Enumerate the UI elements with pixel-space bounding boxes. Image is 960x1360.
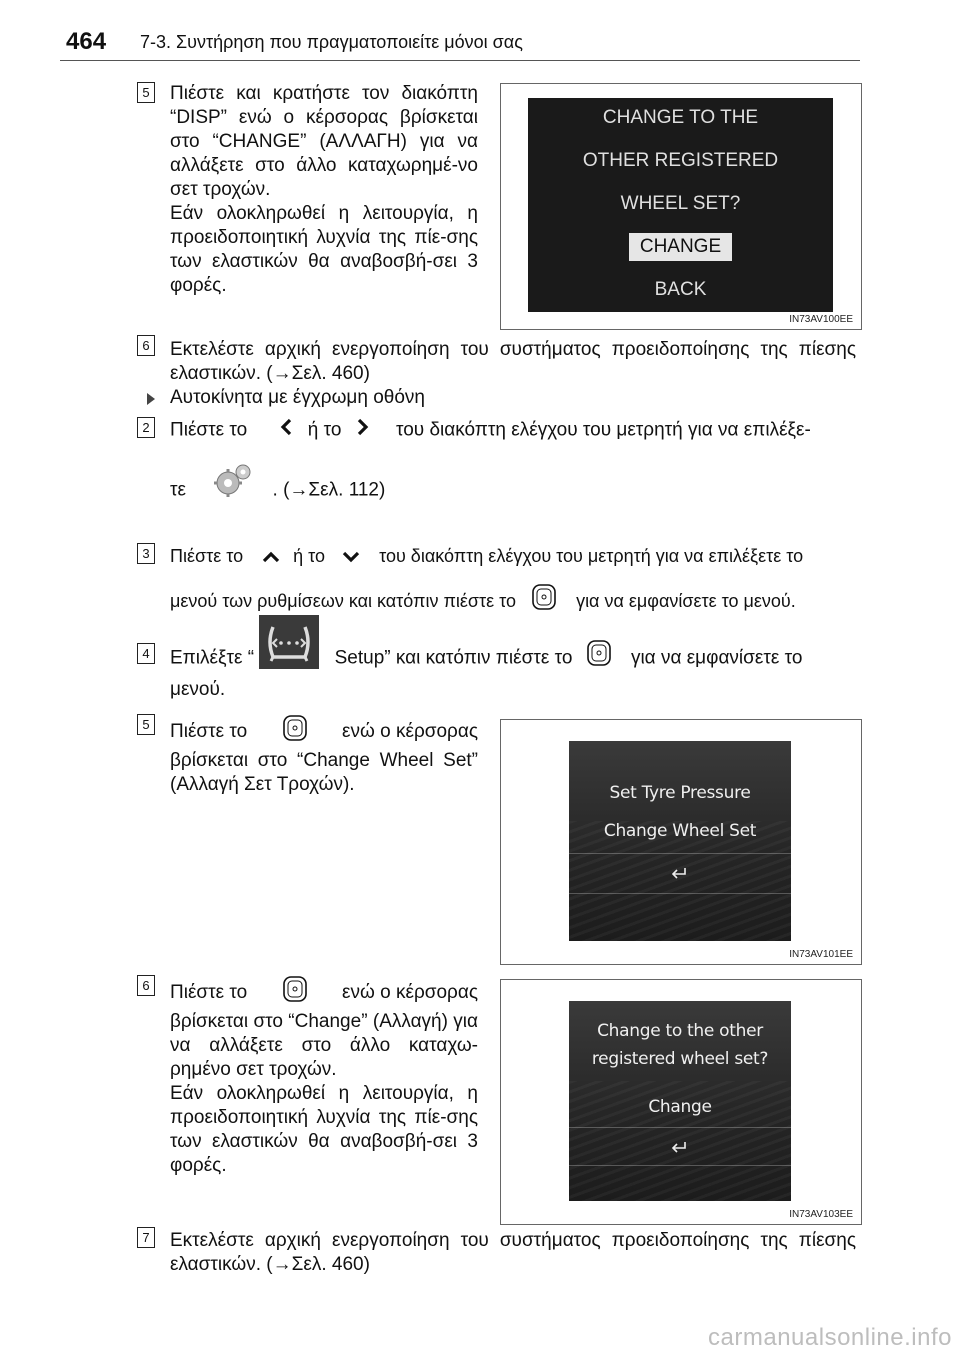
color-display-2: Change to the other registered wheel set…	[569, 1001, 791, 1201]
step-6b-text-c: βρίσκεται στο “Change” (Αλλαγή) για να α…	[170, 1011, 478, 1080]
step-6b-line-1: Πιέστε το ενώ ο κέρσορας	[170, 975, 478, 1010]
mono-screen-figure: CHANGE TO THE OTHER REGISTERED WHEEL SET…	[500, 83, 862, 330]
step-6b-text-d: Εάν ολοκληρωθεί η λειτουργία, η προειδοπ…	[170, 1083, 478, 1176]
step-3-text-a: Πιέστε το	[170, 546, 244, 566]
tyre-pressure-warning-icon	[259, 615, 320, 676]
step-6-text: Εκτελέστε αρχική ενεργοποίηση του συστήμ…	[170, 339, 856, 384]
step-badge-4: 4	[137, 643, 155, 664]
display-texture	[569, 821, 791, 941]
watermark: carmanualsonline.info	[708, 1324, 952, 1351]
page-number: 464	[66, 28, 107, 55]
step-3-text-c: του διακόπτη ελέγχου του μετρητή για να …	[379, 546, 804, 566]
step-3-line-1: Πιέστε το ή το του διακόπτη ελέγχου του …	[170, 544, 860, 569]
menu-divider-bottom	[569, 1165, 791, 1166]
step-badge-5b: 5	[137, 714, 155, 735]
mono-line-1: CHANGE TO THE	[602, 107, 759, 128]
section-bullet-icon	[147, 393, 155, 405]
change-option[interactable]: Change	[648, 1097, 712, 1117]
step-2-line-1: Πιέστε το ή το του διακόπτη ελέγχου του …	[170, 418, 860, 443]
section-heading: Αυτοκίνητα με έγχρωμη οθόνη	[170, 387, 425, 408]
step-6b-text-b: ενώ ο κέρσορας	[342, 981, 478, 1003]
step-2-line-2: τε . (→Σελ. 112)	[170, 464, 386, 505]
step-badge-2: 2	[137, 417, 155, 438]
step-5b-text-b: ενώ ο κέρσορας	[342, 720, 478, 742]
mono-line-2: OTHER REGISTERED	[582, 150, 779, 171]
header-rule	[60, 60, 860, 61]
gears-icon	[211, 462, 255, 505]
step-3-text-d: μενού των ρυθμίσεων και κατόπιν πιέστε τ…	[170, 590, 517, 611]
figure-caption: IN73AV101EE	[789, 949, 853, 960]
step-5b-text: Πιέστε το ενώ ο κέρσορας βρίσκεται στο “…	[170, 714, 478, 797]
step-6b-text: Πιέστε το ενώ ο κέρσορας βρίσκεται στο “…	[170, 975, 478, 1178]
ok-button-icon	[282, 975, 308, 1010]
step-3-text-e: για να εμφανίσετε το μενού.	[576, 590, 796, 611]
ok-button-icon	[586, 639, 612, 674]
step-5b-line-1: Πιέστε το ενώ ο κέρσορας	[170, 714, 478, 749]
step-badge-6: 6	[137, 335, 155, 356]
figure-caption: IN73AV103EE	[789, 1209, 853, 1220]
step-2-text-c: του διακόπτη ελέγχου του μετρητή για να …	[395, 419, 811, 441]
step-4-line-1: Επιλέξτε “ Setup” και κατόπιν πιέστε το …	[170, 615, 860, 676]
menu-divider	[569, 853, 791, 854]
figure-caption: IN73AV100EE	[789, 314, 853, 325]
step-5-text: Πιέστε και κρατήστε τον διακόπτη “DISP” …	[170, 82, 478, 298]
change-wheel-set-option[interactable]: Change Wheel Set	[603, 821, 757, 841]
step-4-text-c: για να εμφανίσετε το	[630, 647, 803, 669]
ok-button-icon	[531, 583, 557, 617]
mono-display: CHANGE TO THE OTHER REGISTERED WHEEL SET…	[528, 98, 833, 312]
step-2-text-b: ή το	[307, 419, 342, 441]
menu-divider	[569, 1127, 791, 1128]
step-badge-7: 7	[137, 1227, 155, 1248]
mono-back-option[interactable]: BACK	[654, 279, 707, 300]
step-5b-text-c: βρίσκεται στο “Change Wheel Set” (Αλλαγή…	[170, 750, 478, 795]
color-display-1: Set Tyre Pressure Change Wheel Set	[569, 741, 791, 941]
step-4-text-b: Setup” και κατόπιν πιέστε το	[334, 647, 573, 669]
color-screen-figure-1: Set Tyre Pressure Change Wheel Set IN73A…	[500, 719, 862, 965]
chevron-down-icon	[342, 545, 360, 569]
menu-divider-bottom	[569, 893, 791, 894]
step-7-text: Εκτελέστε αρχική ενεργοποίηση του συστήμ…	[170, 1230, 856, 1275]
confirm-line-2: registered wheel set?	[591, 1049, 769, 1069]
step-3-line-2: μενού των ρυθμίσεων και κατόπιν πιέστε τ…	[170, 584, 860, 617]
step-2-text-e: . (→Σελ. 112)	[272, 479, 386, 501]
step-3-text-b: ή το	[293, 546, 326, 566]
return-arrow-icon[interactable]	[669, 865, 689, 884]
chevron-right-icon	[357, 418, 369, 443]
step-6b-text-a: Πιέστε το	[170, 981, 248, 1003]
color-screen-figure-2: Change to the other registered wheel set…	[500, 979, 862, 1225]
chevron-up-icon	[262, 545, 280, 569]
step-5b-text-a: Πιέστε το	[170, 720, 248, 742]
ok-button-icon	[282, 714, 308, 749]
step-badge-6b: 6	[137, 975, 155, 996]
chapter-title: 7-3. Συντήρηση που πραγματοποιείτε μόνοι…	[140, 32, 523, 52]
step-4-line-2: μενού.	[170, 679, 226, 700]
step-2-text-d: τε	[170, 479, 186, 501]
mono-line-3: WHEEL SET?	[620, 193, 741, 214]
mono-change-option[interactable]: CHANGE	[629, 233, 732, 261]
step-4-text-a: Επιλέξτε “	[170, 647, 255, 669]
display-texture	[569, 1081, 791, 1201]
step-2-text-a: Πιέστε το	[170, 419, 248, 441]
step-badge-3: 3	[137, 543, 155, 564]
chevron-left-icon	[280, 418, 292, 443]
step-5-instruction: Πιέστε και κρατήστε τον διακόπτη “DISP” …	[170, 83, 478, 200]
set-tyre-pressure-option[interactable]: Set Tyre Pressure	[609, 783, 751, 803]
return-arrow-icon[interactable]	[669, 1139, 689, 1158]
confirm-line-1: Change to the other	[597, 1021, 763, 1041]
step-5-note: Εάν ολοκληρωθεί η λειτουργία, η προειδοπ…	[170, 203, 478, 296]
step-badge-5: 5	[137, 82, 155, 103]
